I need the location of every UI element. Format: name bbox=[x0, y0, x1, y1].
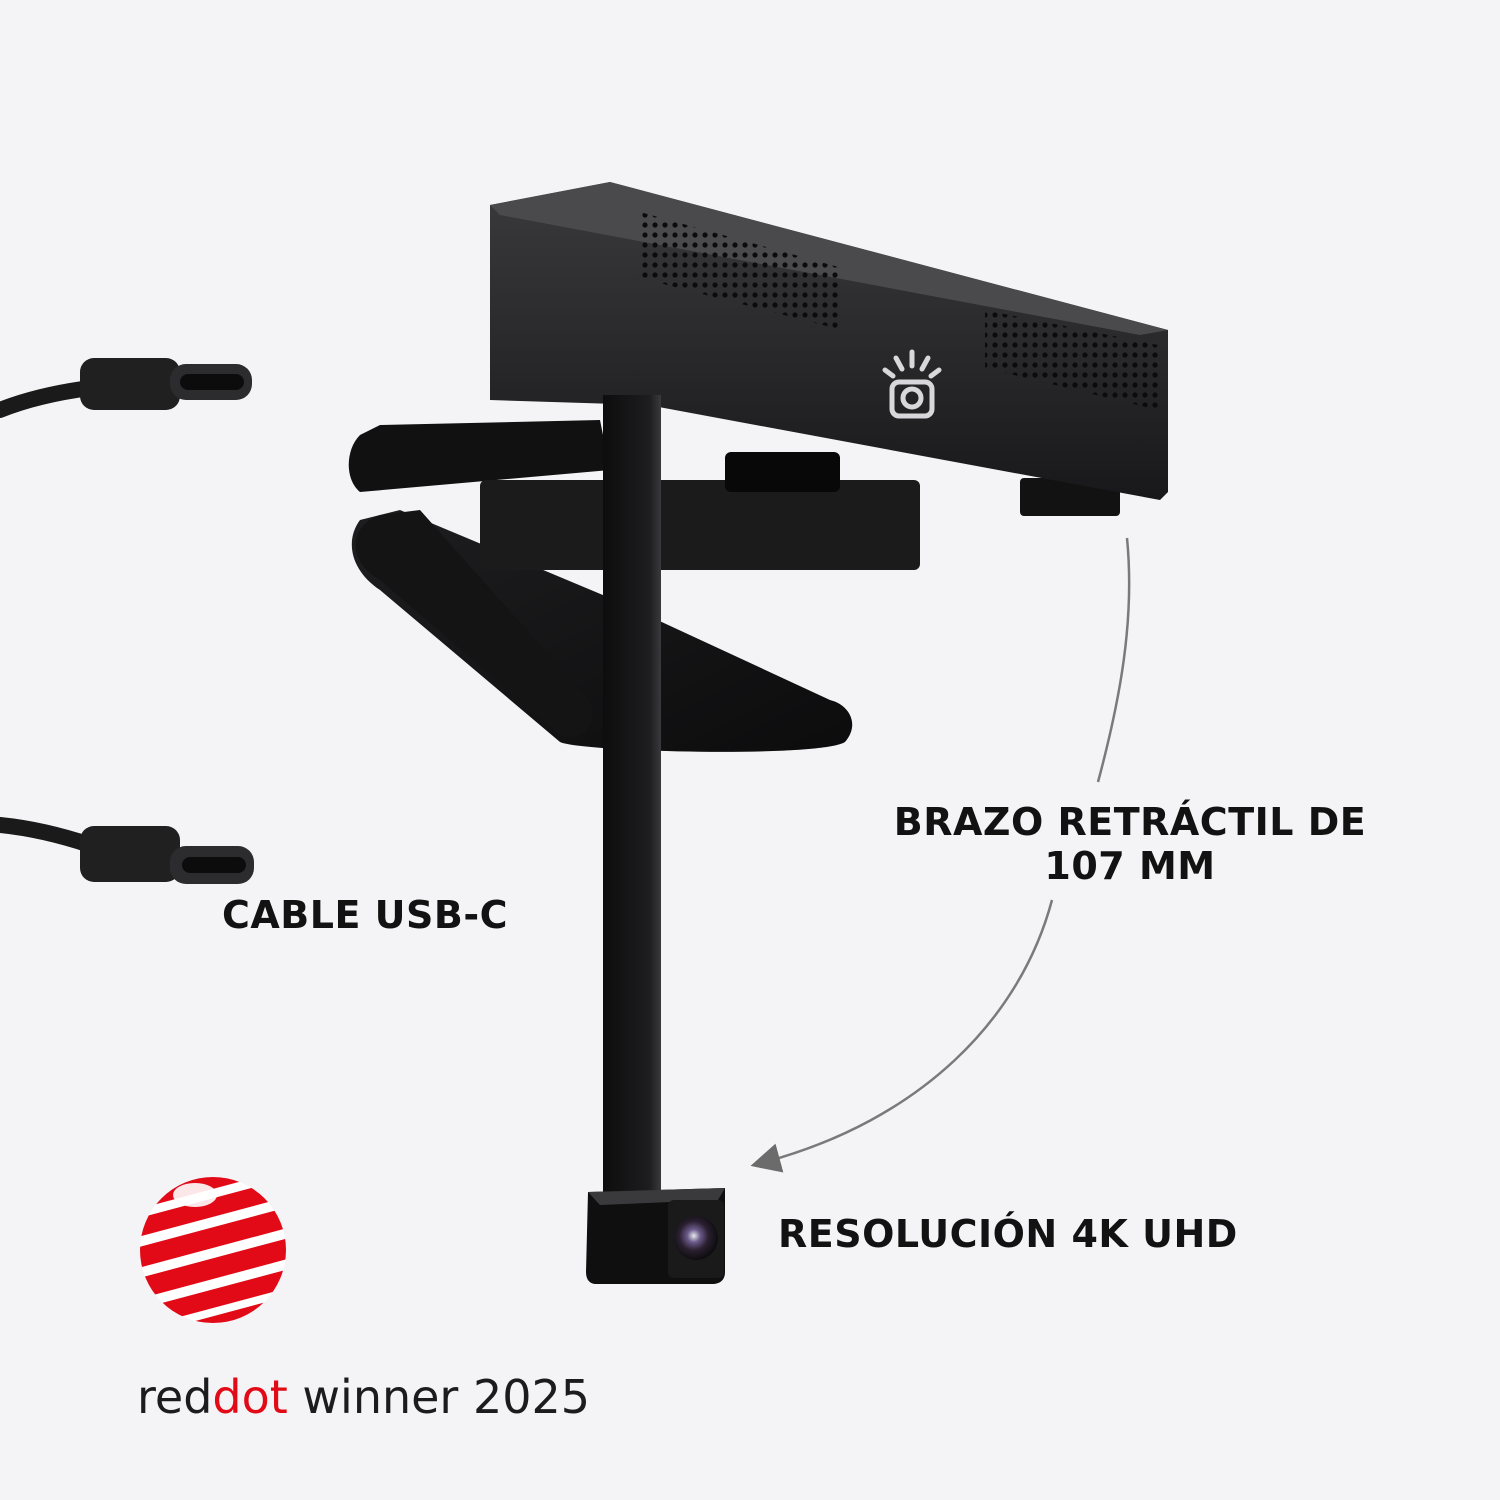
speaker-grill-right bbox=[985, 310, 1158, 410]
camera-lens-icon bbox=[674, 1216, 718, 1260]
camera-face-icon bbox=[882, 349, 942, 419]
cable-label: CABLE USB-C bbox=[222, 893, 509, 937]
red-dot-sphere-icon bbox=[140, 1177, 286, 1323]
annotation-arrow bbox=[750, 899, 1054, 1173]
award-brand-part2: dot bbox=[212, 1370, 288, 1424]
usb-c-cable-top bbox=[0, 358, 252, 418]
annotation-curve-top bbox=[1096, 537, 1131, 783]
speaker-grill-left bbox=[640, 212, 842, 330]
usb-c-cable-bottom bbox=[0, 817, 254, 884]
resolution-label: RESOLUCIÓN 4K UHD bbox=[778, 1212, 1238, 1256]
retractable-arm bbox=[603, 395, 661, 1195]
award-text: reddot winner 2025 bbox=[137, 1370, 590, 1424]
award-suffix: winner 2025 bbox=[287, 1370, 591, 1424]
lens-module bbox=[586, 1188, 725, 1284]
arm-label-line2: 107 MM bbox=[1044, 844, 1216, 888]
arm-label-line1: BRAZO RETRÁCTIL DE bbox=[893, 800, 1367, 844]
arm-label: BRAZO RETRÁCTIL DE 107 MM bbox=[880, 800, 1380, 888]
award-brand-part1: red bbox=[137, 1370, 213, 1424]
camera-body bbox=[490, 182, 1168, 500]
